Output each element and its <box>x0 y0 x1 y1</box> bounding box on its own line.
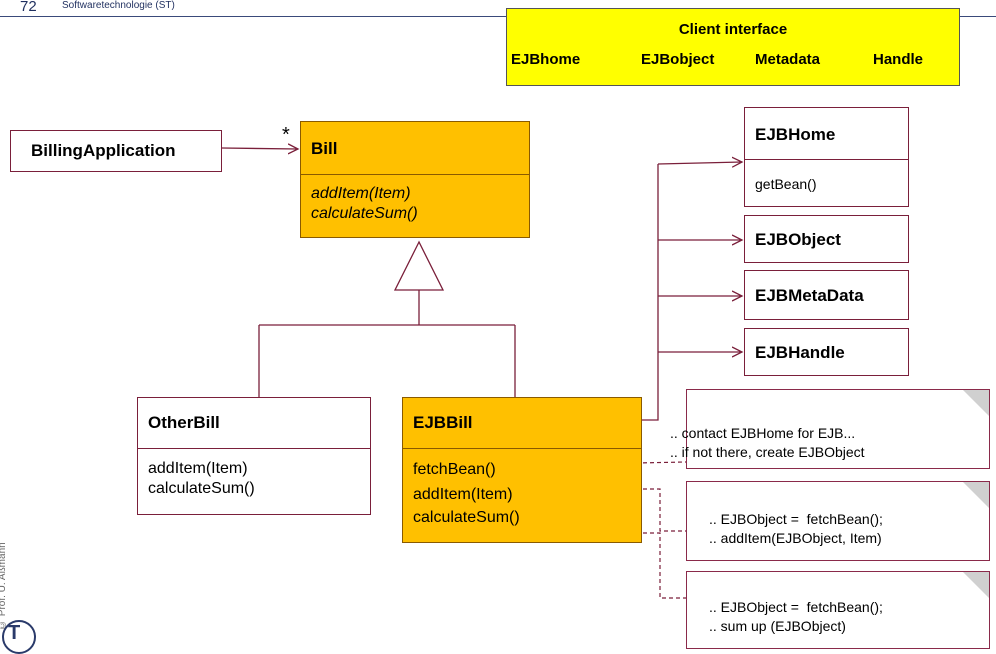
class-divider <box>138 448 370 449</box>
note-line: .. EJBObject = fetchBean(); <box>709 599 883 615</box>
note-line: .. contact EJBHome for EJB... <box>670 425 856 441</box>
client-item-ejbhome: EJBhome <box>511 51 581 68</box>
note-link-fetchbean <box>635 461 687 464</box>
client-item-handle: Handle <box>873 51 924 68</box>
class-divider <box>301 174 529 175</box>
method-calculatesum: calculateSum() <box>311 205 418 222</box>
tu-logo-letter: T <box>8 622 21 644</box>
ejbbill-to-ejb-bus <box>642 164 659 421</box>
copyright-text: © Prof. U. Aßmann <box>0 542 8 630</box>
class-name: EJBBill <box>413 413 473 432</box>
association-multiplicity: * <box>282 124 290 146</box>
note-link-calculatesum <box>636 532 686 599</box>
note-line: .. EJBObject = fetchBean(); <box>709 511 883 527</box>
header-divider <box>0 16 996 17</box>
class-name: OtherBill <box>148 413 220 432</box>
note-line: .. if not there, create EJBObject <box>670 444 865 460</box>
note-additem: .. EJBObject = fetchBean(); .. addItem(E… <box>686 481 990 561</box>
class-ejbbill: EJBBill fetchBean() addItem(Item) calcul… <box>402 397 642 543</box>
class-name: EJBObject <box>755 230 841 249</box>
note-fold <box>963 390 989 416</box>
note-line: .. addItem(EJBObject, Item) <box>709 530 882 546</box>
method-additem: addItem(Item) <box>148 460 248 477</box>
class-name: Bill <box>311 139 338 158</box>
class-ejbobject: EJBObject <box>744 215 909 263</box>
class-otherbill: OtherBill addItem(Item) calculateSum() <box>137 397 371 515</box>
method-additem: addItem(Item) <box>311 185 411 202</box>
class-ejbmetadata: EJBMetaData <box>744 270 909 320</box>
class-divider <box>745 159 908 160</box>
note-fold <box>963 482 989 508</box>
class-name: EJBHandle <box>755 343 845 362</box>
class-bill: Bill addItem(Item) calculateSum() <box>300 121 530 238</box>
note-fetchbean: .. contact EJBHome for EJB... .. if not … <box>670 389 990 469</box>
class-ejbhandle: EJBHandle <box>744 328 909 376</box>
class-billingapplication: BillingApplication <box>10 130 222 172</box>
page-number: 72 <box>20 0 37 15</box>
note-calculatesum: .. EJBObject = fetchBean(); .. sum up (E… <box>686 571 990 649</box>
class-divider <box>403 448 641 449</box>
method-calculatesum: calculateSum() <box>413 509 520 526</box>
method-fetchbean: fetchBean() <box>413 461 496 478</box>
course-title: Softwaretechnologie (ST) <box>62 0 175 11</box>
class-name: EJBHome <box>755 125 836 144</box>
client-item-ejbobject: EJBobject <box>641 51 715 68</box>
inheritance-triangle <box>393 240 445 291</box>
note-line: .. sum up (EJBObject) <box>709 618 846 634</box>
class-name: EJBMetaData <box>755 286 864 305</box>
method-calculatesum: calculateSum() <box>148 480 255 497</box>
association-line <box>221 148 298 149</box>
method-additem: addItem(Item) <box>413 486 513 503</box>
class-ejbhome: EJBHome getBean() <box>744 107 909 207</box>
note-fold <box>963 572 989 598</box>
client-item-metadata: Metadata <box>755 51 821 68</box>
client-interface-title: Client interface <box>678 21 788 38</box>
method-getbean: getBean() <box>755 176 817 192</box>
arrow-to-ejbhome <box>657 162 742 164</box>
class-name: BillingApplication <box>31 141 176 160</box>
client-interface-box: Client interface EJBhome EJBobject Metad… <box>506 8 960 86</box>
note-link-additem <box>636 488 686 532</box>
